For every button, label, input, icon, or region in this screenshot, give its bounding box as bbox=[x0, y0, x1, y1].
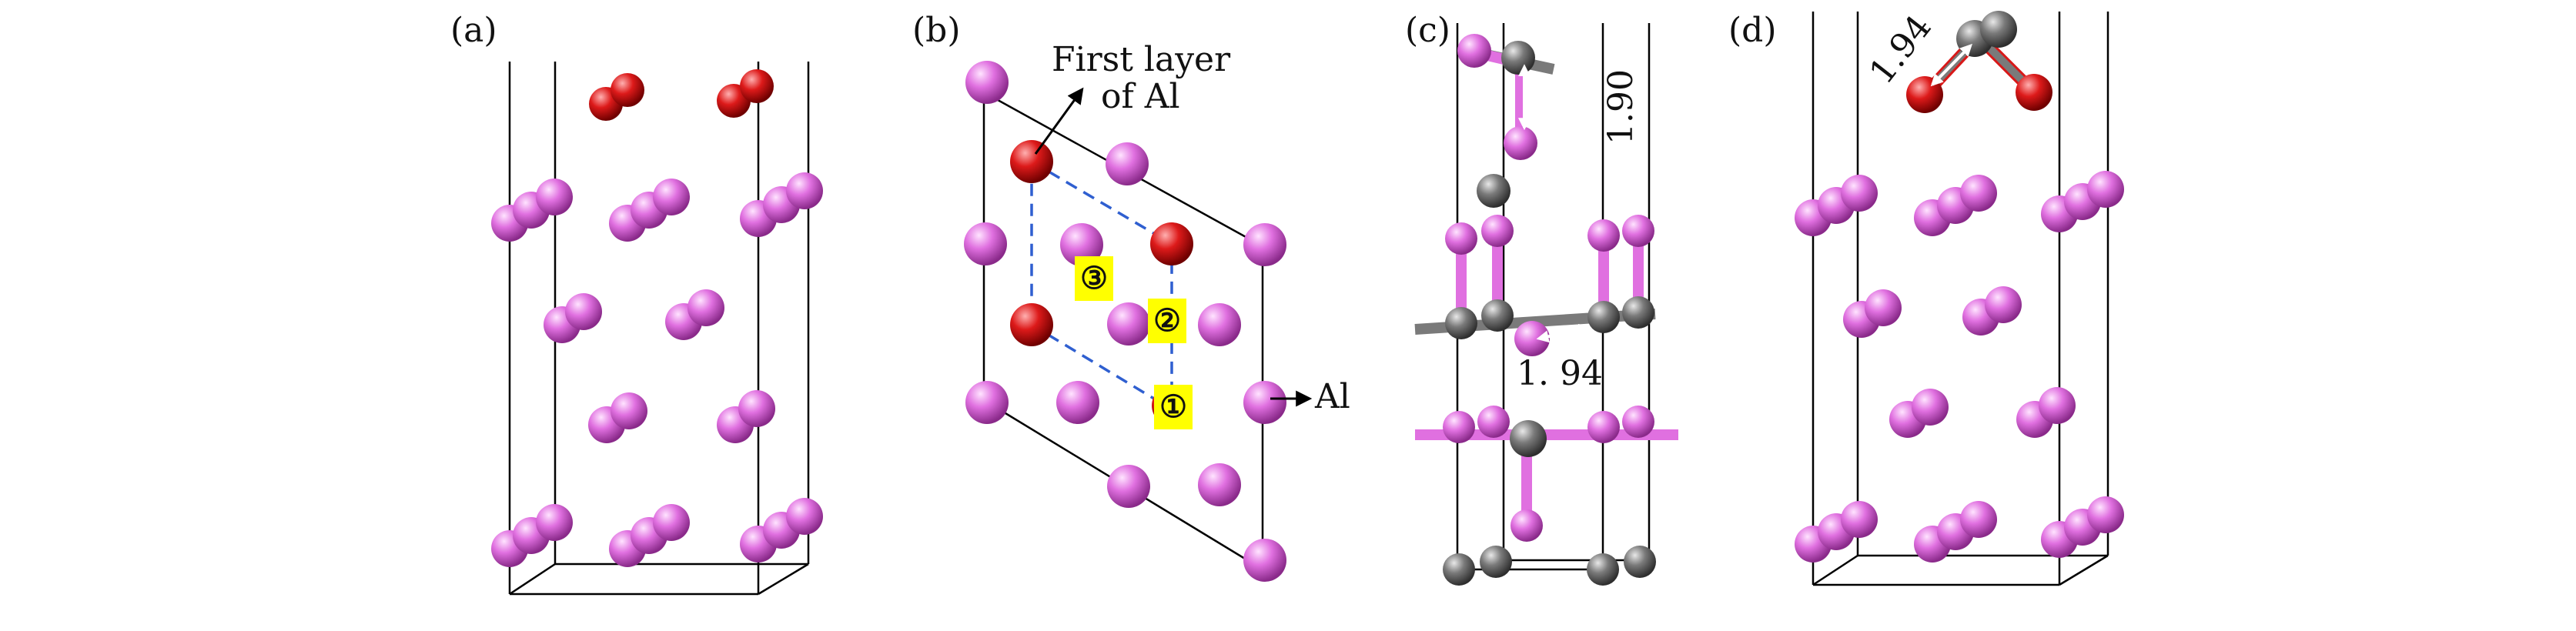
al-atom bbox=[965, 381, 1009, 424]
al-atom bbox=[1912, 389, 1949, 426]
al-atom bbox=[1457, 34, 1491, 68]
al-atom bbox=[1443, 411, 1475, 443]
al-atom bbox=[786, 498, 823, 535]
c-atom bbox=[1480, 546, 1512, 578]
al-atom bbox=[964, 222, 1007, 265]
al-atom bbox=[1107, 465, 1150, 508]
al-atom bbox=[1243, 381, 1286, 424]
al-atom bbox=[1865, 289, 1902, 326]
o-atom bbox=[611, 73, 644, 107]
al-atom bbox=[536, 179, 573, 215]
panel-b-label: (b) bbox=[912, 11, 961, 50]
site-1-marker bbox=[1154, 385, 1193, 429]
al-atom bbox=[1198, 463, 1241, 506]
al-atom bbox=[687, 289, 724, 326]
panel-c-label: (c) bbox=[1405, 11, 1450, 50]
al-atom bbox=[738, 390, 775, 427]
panel-b-atoms bbox=[964, 61, 1286, 582]
c-atom bbox=[1587, 301, 1620, 333]
site-3-marker bbox=[1075, 256, 1113, 301]
panel-d-label: (d) bbox=[1728, 11, 1777, 50]
al-atom bbox=[1841, 175, 1878, 212]
al-atom bbox=[1243, 539, 1286, 582]
site-3-label: ③ bbox=[1080, 260, 1108, 296]
site-2-label: ② bbox=[1153, 302, 1181, 339]
al-atom bbox=[965, 61, 1009, 104]
first-layer-label-line1: First layer bbox=[1052, 40, 1231, 79]
al-atom bbox=[1622, 406, 1654, 438]
al-atom bbox=[1587, 411, 1620, 443]
panel-d-cell-lines bbox=[1812, 12, 2109, 586]
al-atom bbox=[1445, 222, 1477, 255]
al-atom bbox=[536, 504, 573, 541]
panel-a-label: (a) bbox=[450, 11, 497, 50]
al-atom bbox=[1056, 381, 1099, 424]
bond-length-vertical: 1.90 bbox=[1601, 69, 1641, 145]
al-atom bbox=[611, 392, 647, 429]
al-atom bbox=[1985, 286, 2022, 323]
al-atom bbox=[1510, 509, 1543, 542]
panel-c-lower-layer bbox=[1415, 406, 1678, 542]
panel-a: (a) bbox=[450, 11, 823, 596]
al-atom bbox=[1481, 215, 1514, 247]
panel-d-atoms bbox=[1795, 171, 2124, 563]
bond-arrow-horizontal bbox=[1536, 323, 1592, 343]
al-atom bbox=[653, 179, 690, 215]
al-atom bbox=[1243, 223, 1286, 266]
o-atom bbox=[2016, 74, 2052, 111]
al-atom bbox=[1622, 215, 1654, 247]
o-atom bbox=[740, 69, 774, 103]
c-atom bbox=[1980, 11, 2017, 48]
al-label: Al bbox=[1314, 377, 1350, 416]
al-atom bbox=[1060, 223, 1103, 266]
al-atom bbox=[1587, 219, 1620, 252]
panel-d: (d) 1.94 bbox=[1728, 8, 2124, 586]
panel-d-molecule: 1.94 bbox=[1862, 8, 2052, 113]
al-atom bbox=[1198, 303, 1241, 346]
al-atom bbox=[1960, 501, 1997, 538]
c-atom bbox=[1587, 553, 1619, 586]
first-layer-label-line2: of Al bbox=[1101, 77, 1180, 116]
panel-c-middle-layer: 1. 94 bbox=[1414, 215, 1656, 393]
c-atom bbox=[1510, 420, 1547, 457]
al-atom bbox=[786, 172, 823, 209]
o-atom bbox=[1010, 303, 1053, 346]
al-atom bbox=[1106, 142, 1149, 185]
c-atom bbox=[1477, 174, 1510, 208]
c-atom bbox=[1445, 307, 1477, 339]
first-layer-arrow bbox=[1034, 87, 1084, 155]
panel-a-atoms bbox=[491, 69, 823, 567]
al-atom bbox=[1514, 321, 1550, 356]
c-atom bbox=[1501, 41, 1535, 75]
al-atom bbox=[2039, 387, 2076, 424]
c-atom bbox=[1443, 553, 1475, 586]
bond-length-horizontal: 1. 94 bbox=[1517, 354, 1603, 393]
o-atom bbox=[1906, 76, 1943, 113]
al-atom bbox=[1841, 501, 1878, 538]
c-atom bbox=[1622, 296, 1654, 329]
al-atom bbox=[1107, 302, 1150, 346]
panel-c: (c) 1.90 bbox=[1405, 11, 1678, 586]
panel-a-cell-lines bbox=[508, 62, 810, 596]
al-atom bbox=[653, 504, 690, 541]
c-atom bbox=[1481, 299, 1514, 332]
c-atom bbox=[1624, 546, 1656, 578]
al-atom bbox=[565, 293, 602, 330]
al-atom bbox=[1477, 406, 1510, 438]
site-2-marker bbox=[1148, 299, 1186, 343]
panel-c-top-fragment: 1.90 bbox=[1457, 34, 1641, 160]
o-atom bbox=[1150, 222, 1193, 265]
al-atom bbox=[1960, 175, 1997, 212]
panel-b: (b) ① ② ③ Fi bbox=[912, 11, 1350, 582]
al-atom bbox=[2087, 171, 2124, 208]
bond-arrow-d bbox=[1930, 43, 1972, 87]
al-atom bbox=[1504, 126, 1537, 160]
al-atom bbox=[2087, 496, 2124, 533]
o-atom bbox=[1010, 140, 1053, 183]
site-1-label: ① bbox=[1159, 389, 1187, 425]
